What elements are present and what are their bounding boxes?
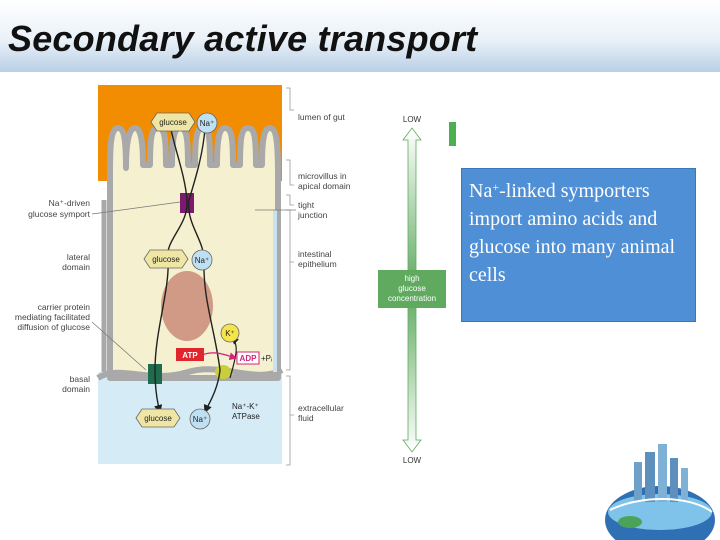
label-microvillus-1: microvillus in	[298, 171, 347, 181]
gradient-bottom-label: LOW	[403, 456, 422, 465]
title-bar: Secondary active transport	[0, 0, 720, 72]
label-symport-2: glucose symport	[28, 209, 91, 219]
label-lateral-2: domain	[62, 262, 90, 272]
pump-label-line1: Na⁺-K⁺	[232, 402, 259, 411]
sodium-label-cell: Na⁺	[195, 256, 209, 265]
adp-box	[236, 351, 260, 365]
glucose-hexagon-cell	[143, 249, 189, 269]
potassium-ion	[220, 323, 240, 343]
nucleus	[161, 271, 213, 341]
glucose-hexagon-lumen	[150, 112, 196, 132]
label-epithelium-1: intestinal	[298, 249, 332, 259]
gradient-top-label: LOW	[403, 115, 422, 124]
label-symport-1: Na⁺-driven	[49, 198, 91, 208]
na-k-pump	[215, 365, 231, 379]
right-brackets	[286, 87, 294, 466]
concentration-gradient-arrow	[378, 127, 446, 453]
gradient-label-box	[378, 270, 446, 308]
label-lateral-1: lateral	[67, 252, 90, 262]
epithelial-cell-wall	[107, 125, 281, 381]
globe-cityscape-icon	[605, 444, 715, 540]
label-carrier-1: carrier protein	[38, 302, 91, 312]
glucose-label-extracellular: glucose	[144, 414, 172, 423]
label-tight-1: tight	[298, 200, 315, 210]
potassium-label: K⁺	[225, 329, 235, 338]
glucose-label-lumen: glucose	[159, 118, 187, 127]
gradient-label-3: concentration	[388, 294, 436, 303]
label-carrier-3: diffusion of glucose	[17, 322, 90, 332]
bullet-marker	[449, 122, 456, 146]
label-extracellular-1: extracellular	[298, 403, 344, 413]
label-epithelium-2: epithelium	[298, 259, 337, 269]
label-basal-2: domain	[62, 384, 90, 394]
sodium-ion-lumen	[196, 112, 218, 134]
glucose-hexagon-extracellular	[135, 408, 181, 428]
atp-box	[176, 348, 204, 361]
gradient-label-2: glucose	[398, 284, 426, 293]
sodium-ion-extracellular	[189, 408, 211, 430]
label-basal-1: basal	[70, 374, 90, 384]
label-carrier-2: mediating facilitated	[15, 312, 90, 322]
callout-text: Na+-linked symporters import amino acids…	[469, 180, 676, 286]
gradient-label-1: high	[404, 274, 419, 283]
atp-hydrolysis-arrow	[201, 352, 238, 361]
label-lumen: lumen of gut	[298, 112, 345, 122]
label-microvillus-2: apical domain	[298, 181, 351, 191]
atp-label: ATP	[182, 351, 198, 360]
adp-label: ADP	[240, 354, 258, 363]
sodium-ion-cell	[191, 249, 213, 271]
pump-label-line2: ATPase	[232, 412, 260, 421]
basal-membrane	[96, 366, 284, 381]
pi-label: +Pᵢ	[261, 354, 272, 363]
label-tight-2: junction	[297, 210, 328, 220]
sodium-label-extracellular: Na⁺	[193, 415, 207, 424]
slide-title: Secondary active transport	[8, 18, 478, 59]
label-extracellular-2: fluid	[298, 413, 314, 423]
sodium-label-lumen: Na⁺	[200, 119, 214, 128]
callout-box: Na+-linked symporters import amino acids…	[461, 168, 696, 322]
glucose-label-cell: glucose	[152, 255, 180, 264]
